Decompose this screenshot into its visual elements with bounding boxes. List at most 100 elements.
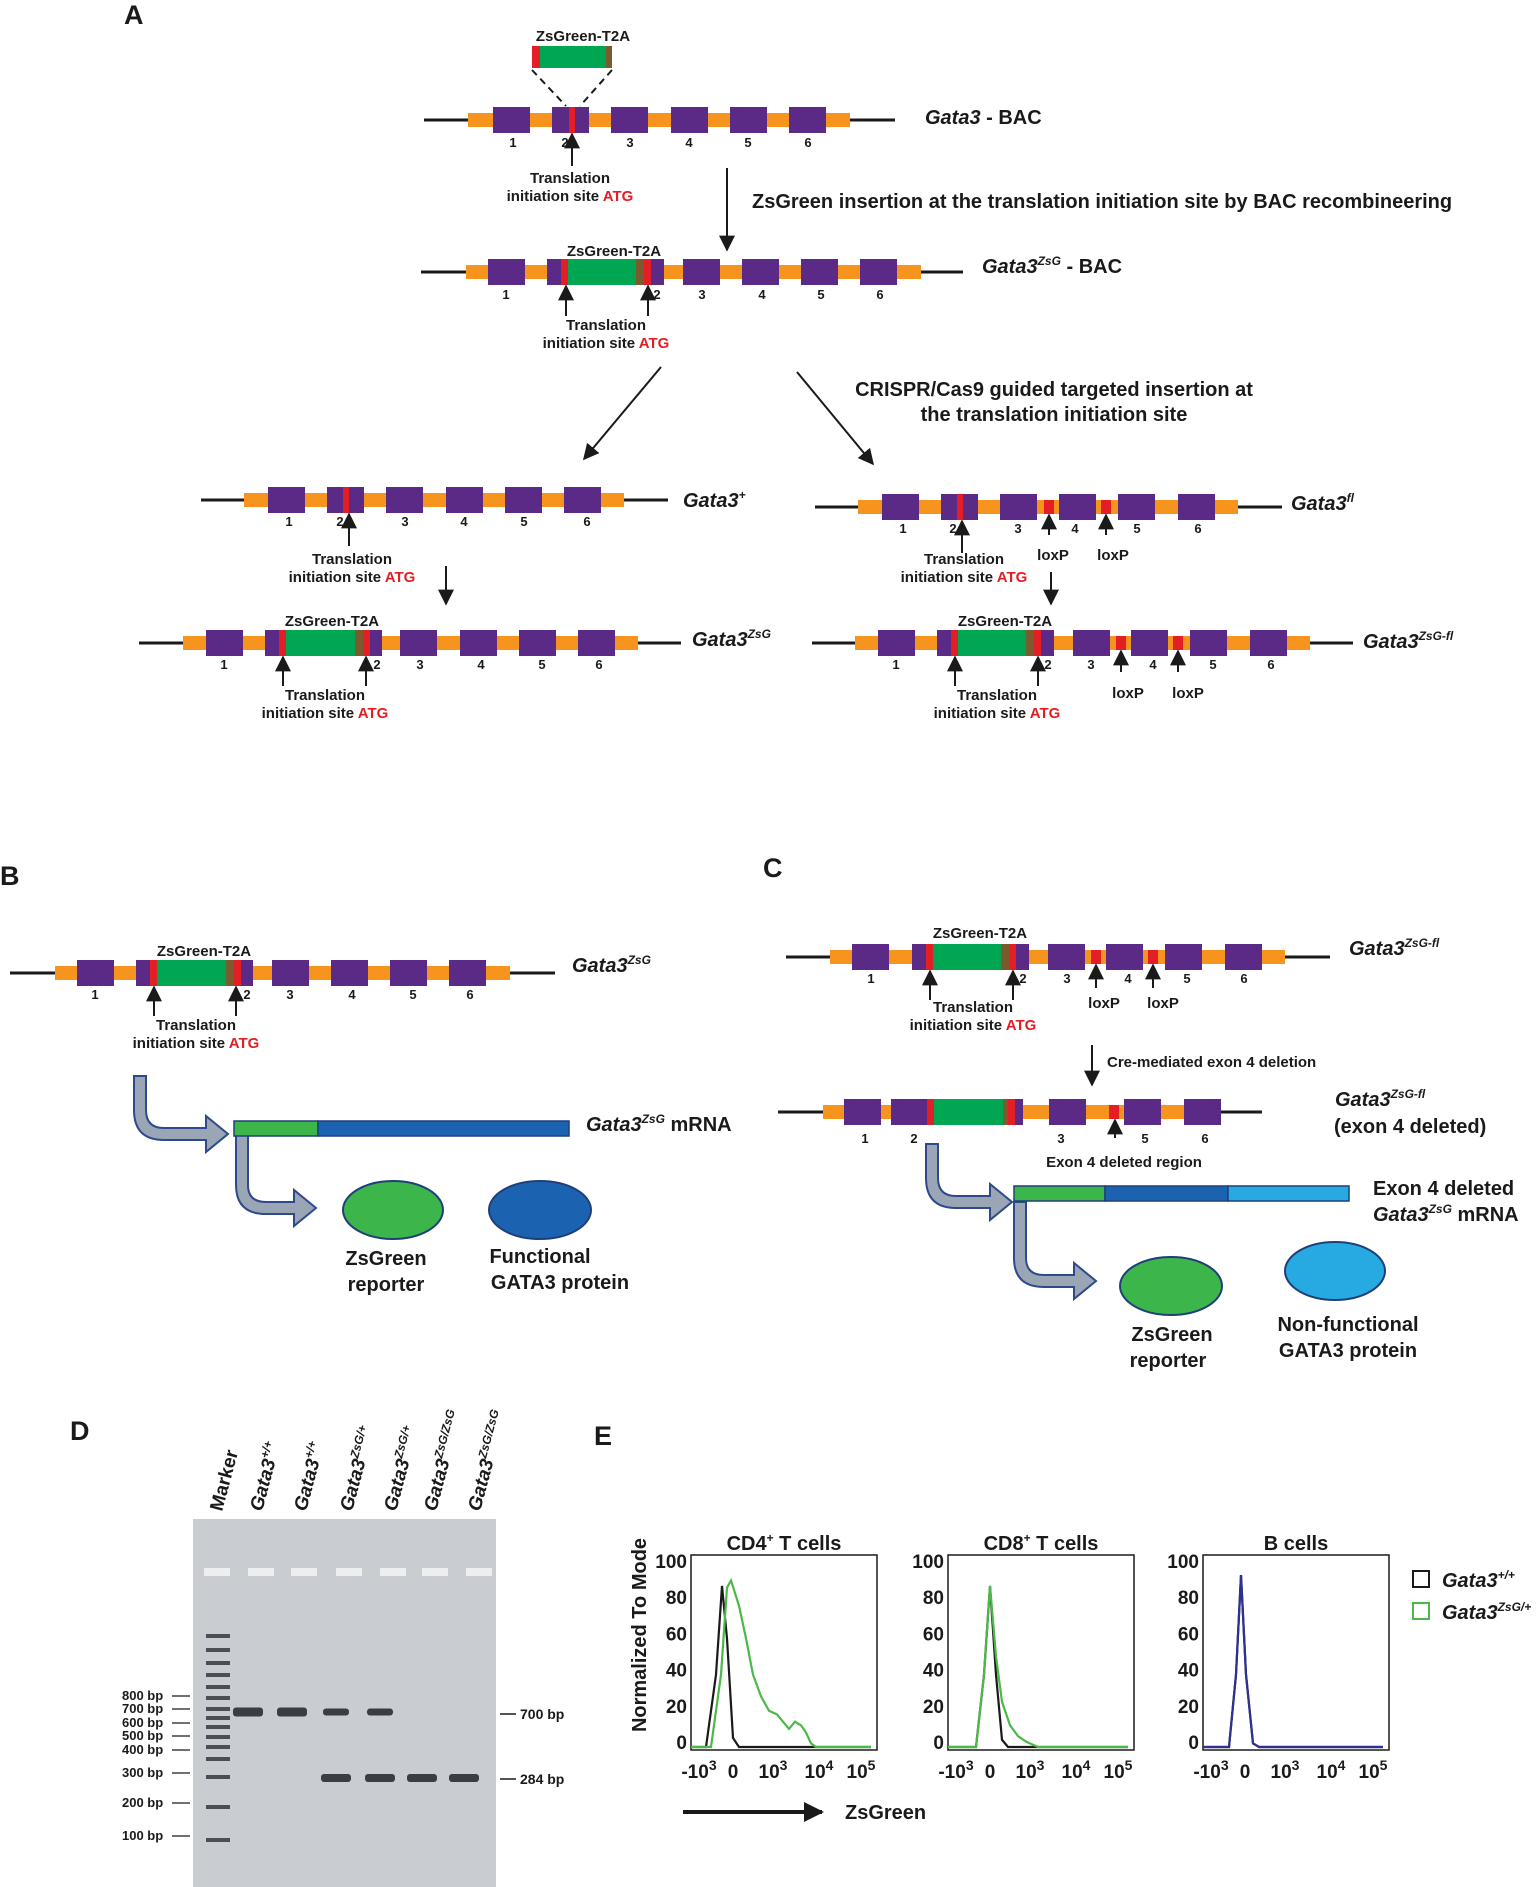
svg-text:6: 6	[1240, 971, 1247, 986]
svg-text:3: 3	[401, 514, 408, 529]
svg-text:loxP: loxP	[1037, 547, 1069, 564]
svg-text:Gata3 - BAC: Gata3 - BAC	[925, 107, 1042, 129]
marker-size-label: 100 bp	[122, 1828, 163, 1843]
plot-title: CD4+ T cells	[727, 1531, 842, 1555]
y-tick-label: 20	[1178, 1697, 1199, 1718]
y-tick-label: 100	[912, 1552, 944, 1573]
plot-frame	[947, 1554, 1135, 1751]
svg-text:loxP: loxP	[1097, 547, 1129, 564]
histogram-curve	[948, 1585, 1128, 1749]
y-tick-label: 40	[1178, 1661, 1199, 1682]
svg-text:6: 6	[1201, 1131, 1208, 1146]
x-tick-label: -103	[681, 1757, 716, 1783]
lane-label: Gata3ZsG/ZsG	[462, 1408, 512, 1514]
svg-text:6: 6	[583, 514, 590, 529]
histogram-curve	[1203, 1574, 1383, 1749]
y-tick-label: 100	[655, 1552, 687, 1573]
gel-band	[233, 1707, 263, 1717]
ladder-band	[206, 1707, 230, 1711]
svg-text:Non-functional: Non-functional	[1277, 1314, 1418, 1336]
y-tick-label: 80	[666, 1588, 687, 1609]
ladder-band	[206, 1757, 230, 1761]
transcription-arrow	[133, 1075, 230, 1155]
histogram-curve	[1203, 1574, 1383, 1749]
marker-size-label: 400 bp	[122, 1742, 163, 1757]
svg-text:4: 4	[1071, 521, 1079, 536]
split-arrow-right	[796, 371, 875, 466]
svg-text:Gata3fl: Gata3fl	[1291, 491, 1355, 515]
ladder-band	[206, 1745, 230, 1749]
marker-size-label: 800 bp	[122, 1688, 163, 1703]
histogram-curve	[691, 1585, 871, 1749]
lane-label: Gata3ZsG/+	[334, 1424, 380, 1514]
panel-label-e: E	[594, 1421, 612, 1451]
svg-text:Gata3ZsG: Gata3ZsG	[692, 627, 771, 651]
y-tick-label: 20	[923, 1697, 944, 1718]
svg-text:Translation: Translation	[156, 1017, 236, 1034]
c-reporter-oval	[1119, 1256, 1223, 1316]
panel-label-d: D	[70, 1416, 90, 1446]
svg-text:4: 4	[758, 287, 766, 302]
nonfunctional-protein-oval	[1284, 1241, 1386, 1301]
svg-text:initiation site ATG: initiation site ATG	[543, 335, 670, 352]
svg-text:Gata3ZsG mRNA: Gata3ZsG mRNA	[1373, 1202, 1519, 1226]
gata3-zsg-allele: ZsGreen-T2A 1 2 3 4 5 6 Translation init…	[139, 613, 771, 722]
svg-text:4: 4	[348, 987, 356, 1002]
svg-text:Translation: Translation	[924, 551, 1004, 568]
x-tick-label: 103	[759, 1757, 788, 1783]
plot-frame	[690, 1554, 878, 1751]
ladder-band	[206, 1661, 230, 1665]
gel-band	[323, 1708, 349, 1716]
c-translation-arrow	[1013, 1201, 1098, 1302]
svg-text:5: 5	[1183, 971, 1190, 986]
svg-text:Translation: Translation	[957, 687, 1037, 704]
svg-text:ZsGreen-T2A: ZsGreen-T2A	[567, 243, 661, 260]
svg-text:ZsGreen-T2A: ZsGreen-T2A	[933, 925, 1027, 942]
ladder-band	[206, 1648, 230, 1652]
cre-step-label: Cre-mediated exon 4 deletion	[1107, 1054, 1316, 1071]
svg-text:2: 2	[373, 657, 380, 672]
svg-text:4: 4	[685, 135, 693, 150]
svg-text:3: 3	[286, 987, 293, 1002]
svg-text:1: 1	[892, 657, 899, 672]
svg-text:initiation site ATG: initiation site ATG	[262, 705, 389, 722]
svg-text:loxP: loxP	[1088, 995, 1120, 1012]
histogram-curve	[691, 1577, 871, 1749]
gata3-zsgfl-allele: ZsGreen-T2A 1 2 3 4 5 6 loxP loxP Transl…	[812, 613, 1454, 722]
ladder-band	[206, 1735, 230, 1739]
svg-text:initiation site ATG: initiation site ATG	[289, 569, 416, 586]
svg-text:6: 6	[876, 287, 883, 302]
x-tick-label: 0	[728, 1762, 739, 1783]
x-tick-label: 0	[985, 1762, 996, 1783]
svg-text:1: 1	[861, 1131, 868, 1146]
svg-text:Gata3ZsG mRNA: Gata3ZsG mRNA	[586, 1112, 732, 1136]
svg-text:reporter: reporter	[1130, 1350, 1207, 1372]
reporter-label: ZsGreen	[345, 1248, 426, 1270]
marker-size-label: 700 bp	[122, 1701, 163, 1716]
svg-text:1: 1	[220, 657, 227, 672]
svg-text:2: 2	[1019, 971, 1026, 986]
functional-protein-oval	[488, 1180, 592, 1240]
svg-text:2: 2	[561, 135, 568, 150]
svg-text:5: 5	[409, 987, 416, 1002]
lane-label: Gata3+/+	[288, 1439, 329, 1513]
y-tick-label: 80	[1178, 1588, 1199, 1609]
y-tick-label: 0	[676, 1733, 687, 1754]
svg-text:1: 1	[867, 971, 874, 986]
svg-text:3: 3	[1057, 1131, 1064, 1146]
gel-well	[380, 1568, 406, 1576]
svg-text:4: 4	[477, 657, 485, 672]
panel-c-deleted-allele: 1 2 3 5 6 Exon 4 deleted region Gata3ZsG…	[778, 1087, 1486, 1171]
gel-well	[466, 1568, 492, 1576]
svg-text:5: 5	[520, 514, 527, 529]
svg-text:3: 3	[626, 135, 633, 150]
svg-text:Gata3ZsG - BAC: Gata3ZsG - BAC	[982, 254, 1122, 278]
svg-text:GATA3 protein: GATA3 protein	[491, 1272, 629, 1294]
svg-text:Translation: Translation	[285, 687, 365, 704]
x-tick-label: 104	[1062, 1757, 1091, 1783]
band-label-284: 284 bp	[520, 1771, 564, 1787]
svg-text:ZsGreen-T2A: ZsGreen-T2A	[958, 613, 1052, 630]
y-axis-label: Normalized To Mode	[629, 1538, 651, 1732]
x-tick-label: -103	[938, 1757, 973, 1783]
